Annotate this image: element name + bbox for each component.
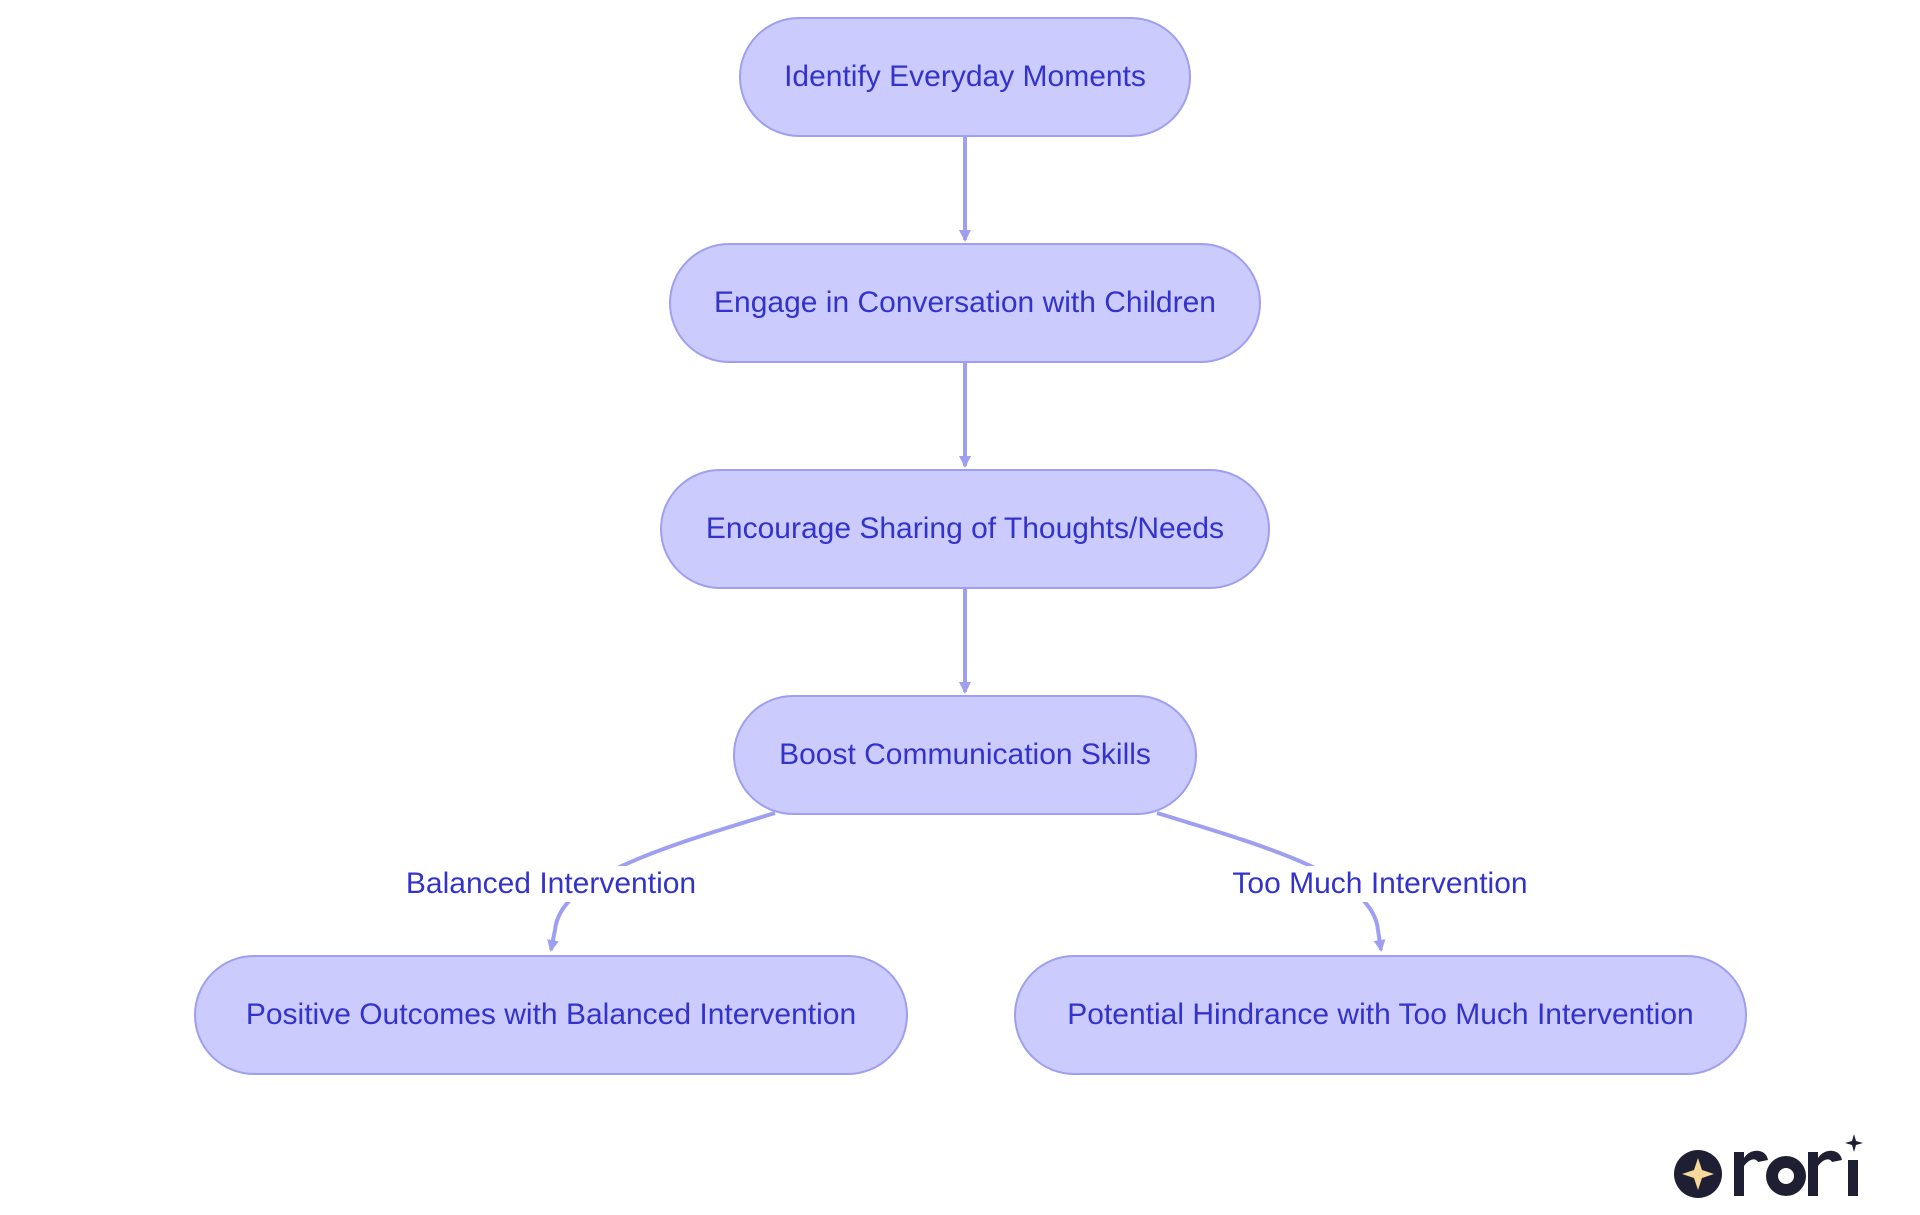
- node-label: Potential Hindrance with Too Much Interv…: [1067, 998, 1694, 1031]
- node-identify-everyday-moments: Identify Everyday Moments: [739, 17, 1191, 137]
- node-label: Identify Everyday Moments: [784, 60, 1146, 93]
- node-boost-communication-skills: Boost Communication Skills: [733, 695, 1197, 815]
- rori-logo: [1674, 1134, 1863, 1198]
- sparkle-icon: [1682, 1158, 1714, 1190]
- node-label: Boost Communication Skills: [779, 738, 1151, 771]
- node-engage-in-conversation: Engage in Conversation with Children: [669, 243, 1261, 363]
- node-encourage-sharing: Encourage Sharing of Thoughts/Needs: [660, 469, 1270, 589]
- edge-label-balanced-intervention: Balanced Intervention: [403, 866, 699, 902]
- node-label: Positive Outcomes with Balanced Interven…: [245, 998, 857, 1031]
- node-potential-hindrance: Potential Hindrance with Too Much Interv…: [1014, 955, 1747, 1075]
- node-positive-outcomes: Positive Outcomes with Balanced Interven…: [194, 955, 908, 1075]
- edge-label-too-much-intervention: Too Much Intervention: [1230, 866, 1530, 902]
- node-label: Engage in Conversation with Children: [714, 286, 1216, 319]
- node-label: Encourage Sharing of Thoughts/Needs: [705, 512, 1225, 545]
- rori-wordmark: [1734, 1134, 1863, 1196]
